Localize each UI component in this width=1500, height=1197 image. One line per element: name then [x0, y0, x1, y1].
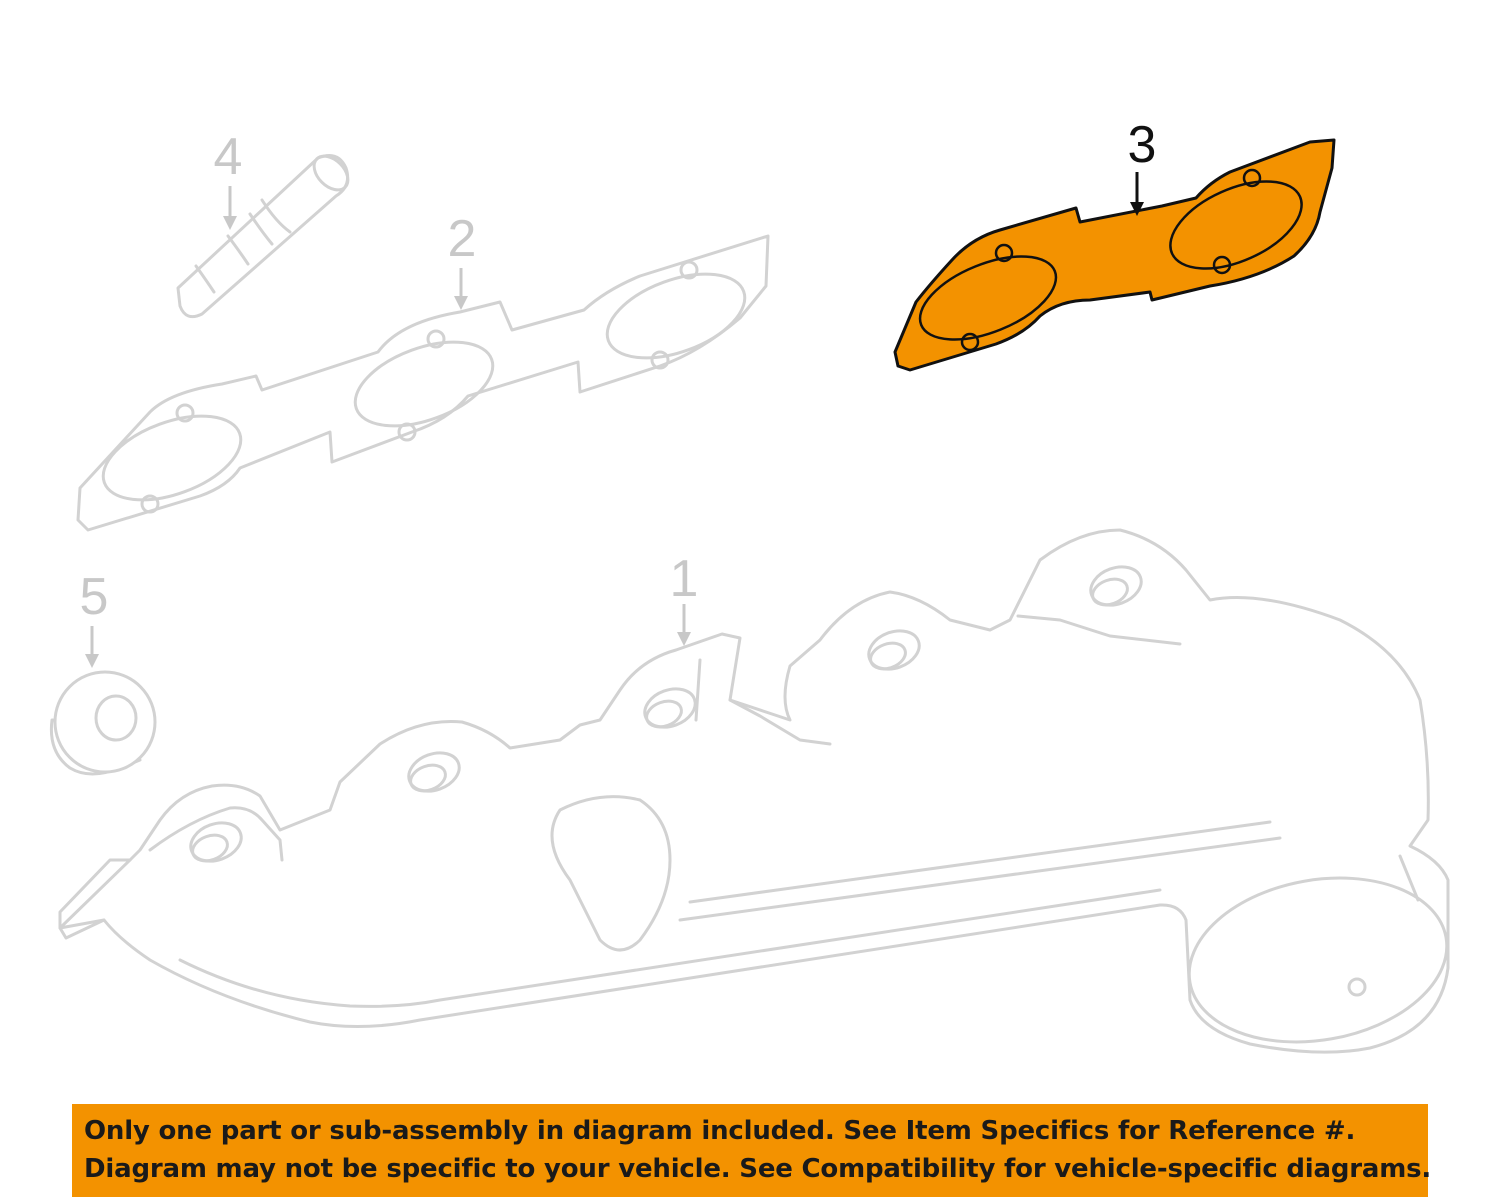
callout-1: 1 [670, 550, 699, 646]
nut-part-5 [49, 670, 157, 776]
callout-5-label: 5 [80, 568, 109, 626]
gasket-part-3 [893, 138, 1336, 372]
callout-5: 5 [80, 568, 109, 668]
disclaimer-line-2: Diagram may not be specific to your vehi… [84, 1154, 1432, 1184]
disclaimer-line-1: Only one part or sub-assembly in diagram… [84, 1116, 1356, 1146]
callout-2: 2 [448, 210, 477, 310]
callout-4-label: 4 [214, 128, 243, 186]
gasket-part-2 [76, 234, 770, 532]
callout-3-label: 3 [1128, 116, 1157, 174]
callout-1-label: 1 [670, 550, 699, 608]
stud-part-4 [176, 154, 350, 319]
callout-2-label: 2 [448, 210, 477, 268]
manifold-part-1 [58, 528, 1450, 1054]
disclaimer-banner: Only one part or sub-assembly in diagram… [72, 1104, 1432, 1197]
callout-3: 3 [1128, 116, 1157, 216]
callout-4: 4 [214, 128, 243, 230]
